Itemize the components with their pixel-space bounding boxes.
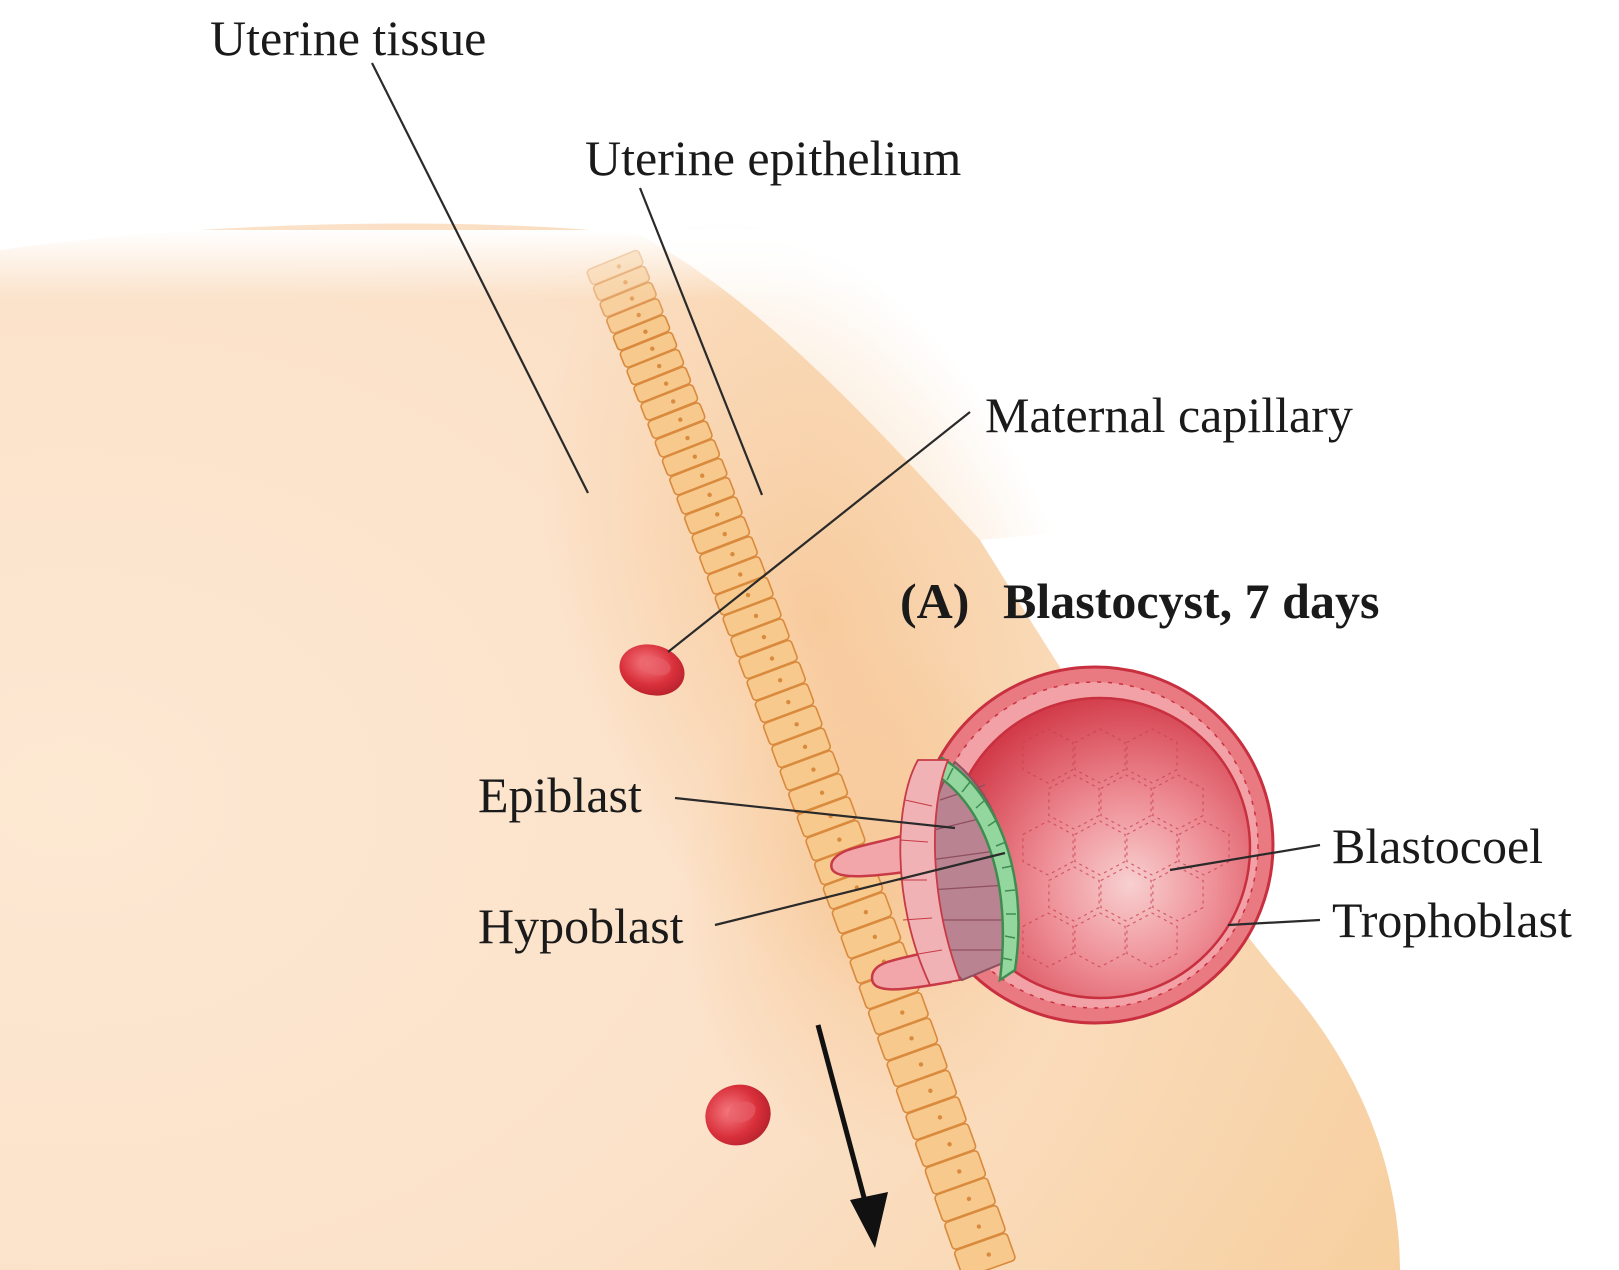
label-trophoblast: Trophoblast: [1332, 892, 1572, 948]
label-uterine-epithelium: Uterine epithelium: [585, 130, 961, 186]
label-hypoblast: Hypoblast: [478, 898, 684, 954]
label-epiblast: Epiblast: [478, 767, 642, 823]
label-uterine-tissue: Uterine tissue: [210, 10, 486, 66]
label-maternal-capillary: Maternal capillary: [985, 387, 1353, 443]
label-panel-title: Blastocyst, 7 days: [1003, 573, 1379, 629]
label-panel-letter: (A): [900, 573, 969, 629]
label-blastocoel: Blastocoel: [1332, 818, 1543, 874]
